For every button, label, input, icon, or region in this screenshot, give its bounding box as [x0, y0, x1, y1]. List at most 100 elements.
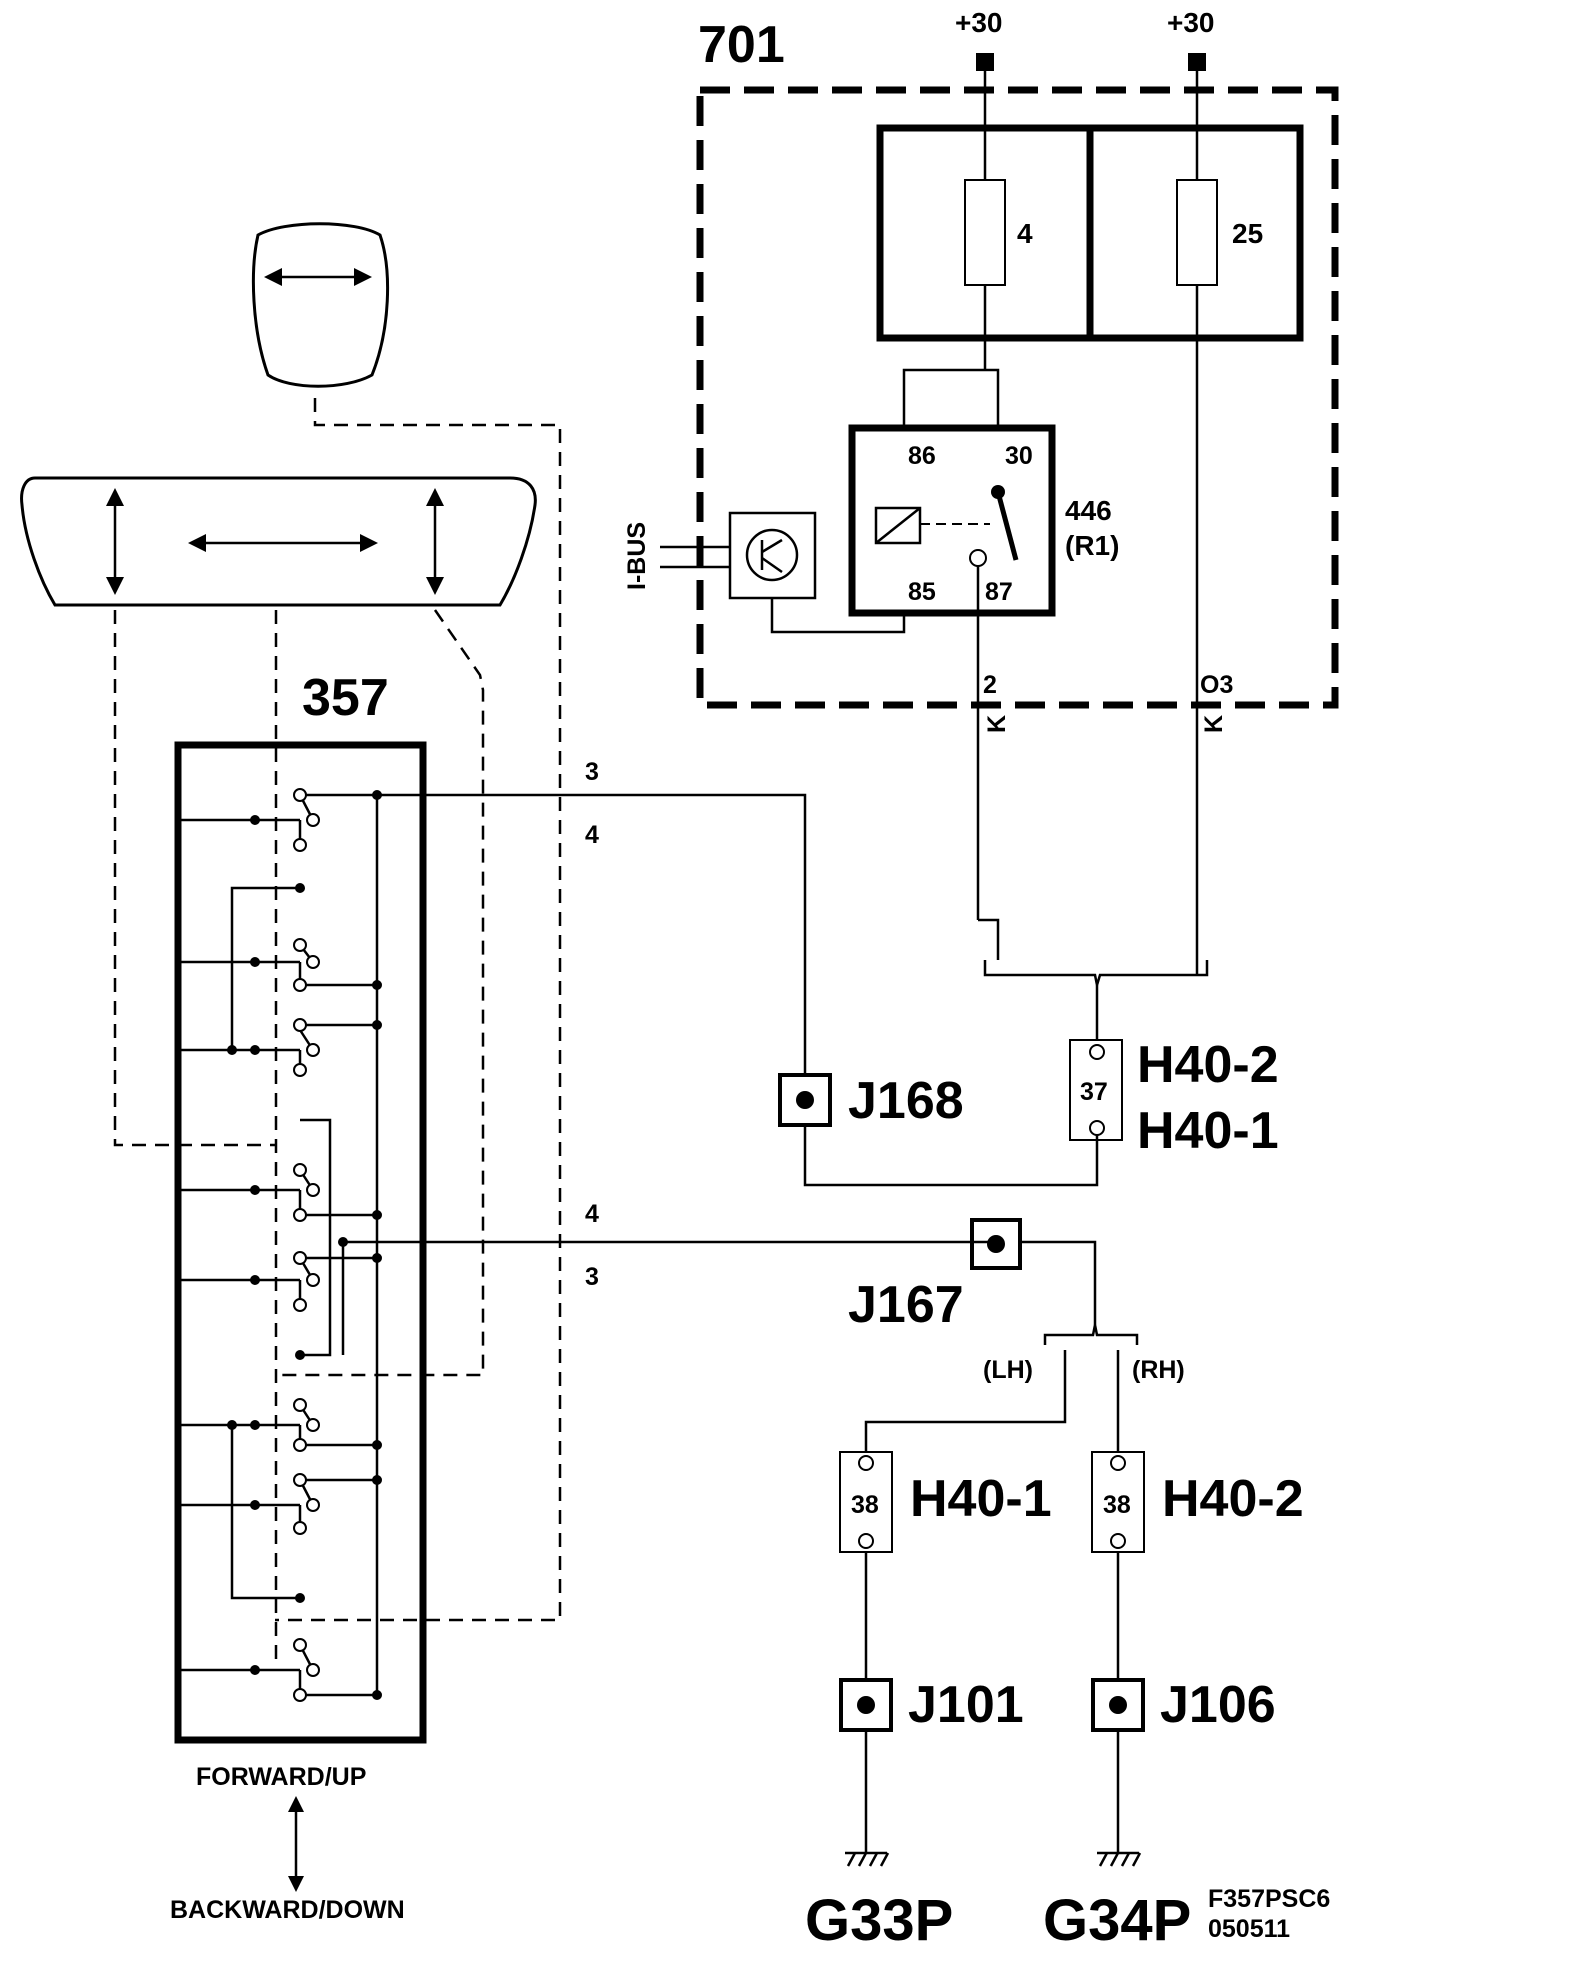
- arrow-down-icon: [426, 577, 444, 595]
- cushion-outline: [20, 476, 537, 607]
- fuse-25: [1176, 179, 1218, 286]
- headrest-outline: [251, 222, 390, 388]
- h40-1-top-label: H40-1: [1137, 1102, 1279, 1160]
- j168-dot: [796, 1091, 814, 1109]
- transistor-box: [728, 511, 817, 600]
- connector-38-lh-pin-top: [858, 1455, 874, 1471]
- relay-pin-86: 86: [908, 442, 936, 470]
- arrow-up-icon: [426, 488, 444, 506]
- arrow-up-icon: [106, 488, 124, 506]
- j168-label: J168: [848, 1072, 964, 1130]
- j101-label: J101: [908, 1676, 1024, 1734]
- seat-cushion: [20, 476, 537, 607]
- pin-o3-label: O3: [1200, 671, 1233, 699]
- junction-h40-37: 37 H40-2 H40-1: [978, 918, 1279, 1160]
- transistor-collector: [761, 538, 783, 554]
- link-headrest: [275, 398, 562, 1622]
- arrow-right-icon: [354, 268, 372, 286]
- ibus-label: I-BUS: [623, 522, 651, 590]
- wire-3-top: [300, 793, 807, 1075]
- arrow-up-icon: [288, 1796, 304, 1812]
- wire-lh: [864, 1350, 1067, 1452]
- plus30-right-label: +30: [1167, 7, 1215, 38]
- wire-3-top-label: 3: [585, 758, 599, 786]
- relay-pin-85: 85: [908, 578, 936, 606]
- relay-pin-30: 30: [1005, 442, 1033, 470]
- backward-down-label: BACKWARD/DOWN: [170, 1896, 405, 1924]
- forward-up-label: FORWARD/UP: [196, 1763, 366, 1791]
- switch-357-label: 357: [302, 669, 389, 727]
- connector-37-pin-bot: [1089, 1120, 1105, 1136]
- module-701-boundary: [696, 86, 1339, 709]
- h40-1-bot-label: H40-1: [910, 1470, 1052, 1528]
- relay-coil-slash: [875, 507, 921, 544]
- module-701-label: 701: [698, 16, 785, 74]
- wire-j167-down: [1020, 1240, 1097, 1325]
- ground-icon: [845, 1851, 890, 1867]
- wire-87-jog: [978, 918, 1000, 960]
- lh-label: (LH): [983, 1356, 1033, 1384]
- relay-446: [848, 424, 1056, 617]
- switch-contacts: [293, 788, 320, 1702]
- g33p-label: G33P: [805, 1888, 953, 1953]
- relay-id: 446: [1065, 495, 1112, 526]
- connector-38-lh-label: 38: [851, 1491, 879, 1519]
- connector-37-label: 37: [1080, 1078, 1108, 1106]
- relay-pin-87: 87: [985, 578, 1013, 606]
- pin-2-label: 2: [983, 671, 997, 699]
- wire-transistor-85: [770, 598, 906, 634]
- left-loop-3: [230, 1425, 300, 1600]
- g34p-label: G34P: [1043, 1888, 1191, 1953]
- h40-2-bot-label: H40-2: [1162, 1470, 1304, 1528]
- wire-4-top-label: 4: [585, 821, 599, 849]
- connector-38-rh-label: 38: [1103, 1491, 1131, 1519]
- connector-38-lh-pin-bot: [858, 1533, 874, 1549]
- splice-j168: J168 3 4: [300, 758, 1099, 1187]
- connector-bracket-top: [983, 960, 1209, 986]
- wire-4-bot-label: 4: [585, 1200, 599, 1228]
- transistor-icon: [745, 528, 799, 582]
- arrow-left-icon: [188, 534, 206, 552]
- switch-357-body: [174, 741, 427, 1744]
- fuse-25-label: 25: [1232, 218, 1263, 249]
- j106-label: J106: [1160, 1676, 1276, 1734]
- h40-2-top-label: H40-2: [1137, 1036, 1279, 1094]
- j106-dot: [1109, 1696, 1127, 1714]
- wire-3-bot-label: 3: [585, 1263, 599, 1291]
- mechanical-links: [113, 398, 562, 1665]
- arrow-right-icon: [360, 534, 378, 552]
- link-cushion-left: [113, 610, 275, 1147]
- connector-bracket-bot: [1043, 1324, 1139, 1345]
- arrow-down-icon: [106, 577, 124, 595]
- j167-dot: [987, 1235, 1005, 1253]
- left-loop-2: [300, 1118, 332, 1357]
- arrow-down-icon: [288, 1876, 304, 1892]
- ground-icon: [1097, 1851, 1142, 1867]
- fuse-4: [964, 179, 1006, 286]
- splice-j167: J167 4 3 (LH) (RH) 38 H40-1 J101 G33P: [343, 1200, 1330, 1953]
- fuse-4-label: 4: [1017, 218, 1033, 249]
- rh-label: (RH): [1132, 1356, 1185, 1384]
- j167-label: J167: [848, 1276, 964, 1334]
- wire-j168-to-37: [803, 1125, 1099, 1187]
- relay-contact-87: [969, 549, 987, 567]
- plus30-left-label: +30: [955, 7, 1003, 38]
- connector-37-pin-top: [1089, 1044, 1105, 1060]
- plus30-right-terminal: [1188, 53, 1206, 71]
- transistor-emitter: [761, 556, 783, 574]
- module-701: 701 +30 +30 4 25 86 30 85 87 446 (R1): [623, 7, 1339, 975]
- drawing-code-2: 050511: [1208, 1915, 1290, 1943]
- wire-relay-feed: [902, 368, 1000, 430]
- j167-box: [970, 1218, 1022, 1270]
- relay-coil: [874, 506, 922, 545]
- junction-dots: [227, 790, 382, 1700]
- wire-k2-label: K: [1200, 715, 1228, 733]
- connector-38-rh-pin-top: [1110, 1455, 1126, 1471]
- relay-sub: (R1): [1065, 530, 1119, 561]
- drawing-code-1: F357PSC6: [1208, 1885, 1330, 1913]
- seat-headrest: [251, 222, 390, 388]
- arrow-left-icon: [264, 268, 282, 286]
- relay-switch-arm: [995, 491, 1019, 561]
- j101-dot: [857, 1696, 875, 1714]
